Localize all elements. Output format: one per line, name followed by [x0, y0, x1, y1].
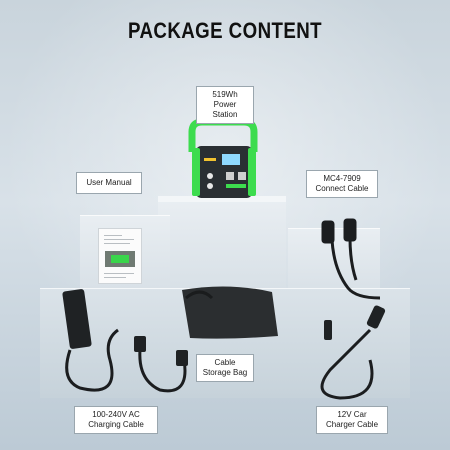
label-line: Cable — [214, 358, 236, 367]
manual-line — [104, 273, 134, 274]
storage-bag-image — [182, 286, 278, 339]
mc4-cable-image — [321, 218, 381, 300]
label-line: Power Station — [212, 100, 238, 119]
label-line: 519Wh — [212, 90, 238, 99]
label-line: 100-240V AC — [92, 410, 140, 419]
manual-picture-accent — [111, 255, 129, 263]
center-pedestal-top — [158, 196, 286, 202]
label-power-station: 519Wh Power Station — [196, 86, 254, 124]
manual-line — [104, 239, 134, 240]
label-user-manual: User Manual — [76, 172, 142, 194]
label-line: Storage Bag — [202, 368, 248, 377]
label-connect-cable: MC4-7909 Connect Cable — [306, 170, 378, 198]
label-storage-bag: Cable Storage Bag — [196, 354, 254, 382]
label-car-cable: 12V Car Charger Cable — [316, 406, 388, 434]
label-line: Connect Cable — [315, 184, 369, 193]
label-line: 12V Car — [337, 410, 367, 419]
label-ac-cable: 100-240V AC Charging Cable — [74, 406, 158, 434]
page-title: PACKAGE CONTENT — [127, 18, 323, 43]
car-cable-image — [320, 305, 386, 400]
manual-line — [104, 243, 130, 244]
label-line: Charging Cable — [88, 420, 144, 429]
manual-line — [104, 235, 122, 236]
user-manual-image — [98, 228, 142, 284]
label-line: User Manual — [86, 178, 132, 187]
power-station-image — [188, 118, 258, 198]
manual-line — [104, 277, 126, 278]
label-line: Charger Cable — [325, 420, 379, 429]
label-line: MC4-7909 — [323, 174, 361, 183]
ac-cable-image — [62, 289, 188, 393]
